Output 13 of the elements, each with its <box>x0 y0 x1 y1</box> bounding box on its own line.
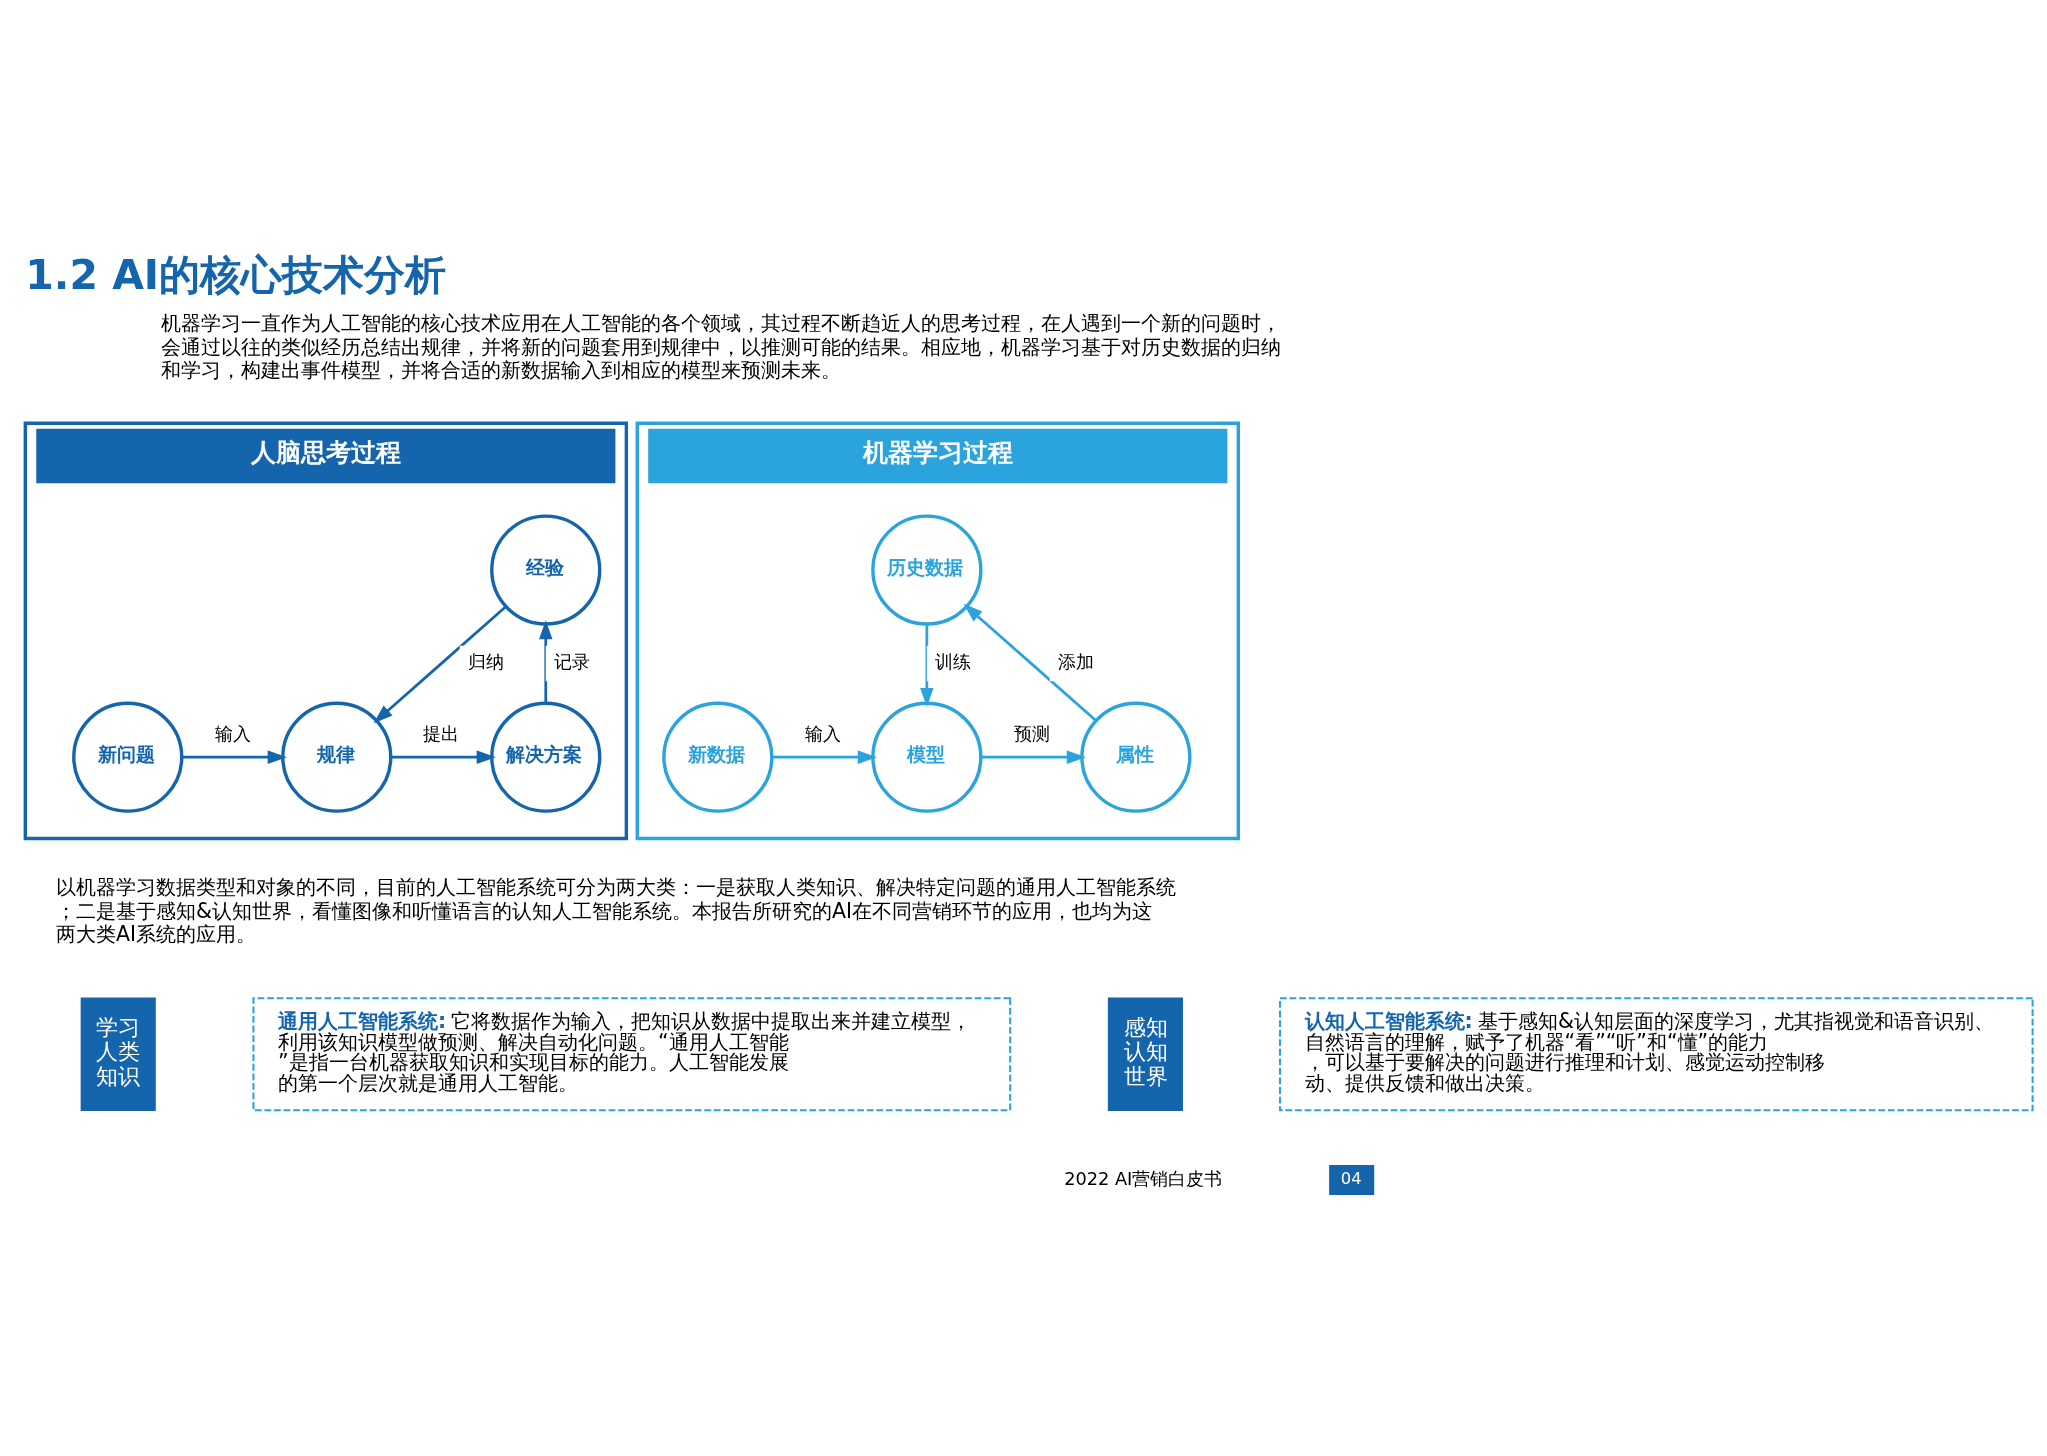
edge-label: 提出 <box>423 723 460 744</box>
edge-label: 归纳 <box>467 651 504 672</box>
edge-label: 添加 <box>1057 651 1094 672</box>
label: 04 <box>1340 1168 1362 1188</box>
edge-label: 输入 <box>804 723 841 744</box>
edge-label: 记录 <box>553 651 590 672</box>
edge-label: 训练 <box>935 651 972 672</box>
label: 2022 AI营销白皮书 <box>1064 1168 1223 1189</box>
diagram-title: 1.2 AI的核心技术分析 <box>25 250 447 299</box>
edge-label: 输入 <box>214 723 251 744</box>
edge-label: 预测 <box>1013 723 1050 744</box>
label: 机器学习一直作为人工智能的核心技术应用在人工智能的各个领域，其过程不断趋近人的思考过程，在人遇到一个新的问题时，会通过以往的类似经历总结出规律，并将新的问题套用到规律中，以推测可能的结果。相应地，机器学习基于对历史数据的归纳和学习，构建出事件模型，并将合适的新数据输入到相应的模型来预测未来。 <box>161 310 1282 382</box>
label: 以机器学习数据类型和对象的不同，目前的人工智能系统可分为两大类：一是获取人类知识、解决特定问题的通用人工智能系统；二是基于感知&认知世界，看懂图像和听懂语言的认知人工智能系统。本报告所研究的AI在不同营销环节的应用，也均为这两大类AI系统的应用。 <box>56 874 1177 946</box>
